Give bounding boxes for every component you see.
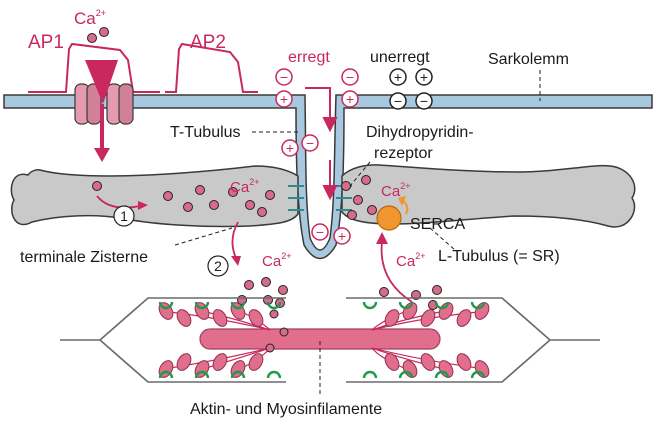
excitation-arrows xyxy=(305,87,338,201)
svg-text:−: − xyxy=(420,93,428,109)
ca-reuptake-label: Ca2+ xyxy=(396,251,425,270)
sarcomere xyxy=(60,297,600,383)
svg-text:+: + xyxy=(280,91,288,107)
step1-circle xyxy=(113,205,135,227)
unerregt-label: unerregt xyxy=(370,49,430,66)
charge-ttubule-minus: − xyxy=(301,134,319,152)
charge-excited-plus-2: + xyxy=(341,90,359,108)
svg-text:−: − xyxy=(394,93,402,109)
myosin-filament xyxy=(199,328,441,350)
ca-left-sr-label: Ca2+ xyxy=(230,177,259,196)
sr-right-cistern xyxy=(341,164,636,228)
terminale-zisterne-label: terminale Zisterne xyxy=(20,249,148,266)
charge-excited-minus-1: − xyxy=(275,68,293,86)
l-tubulus-label: L-Tubulus (= SR) xyxy=(438,248,560,265)
ap2-trace xyxy=(165,42,258,93)
l-tubulus-leader xyxy=(429,227,456,251)
calcium-influx-arrow xyxy=(85,60,118,162)
svg-text:+: + xyxy=(338,228,346,244)
calcium-ions-extracellular xyxy=(87,27,109,43)
erregt-label: erregt xyxy=(288,49,330,66)
sarcolemma-membrane xyxy=(3,94,653,260)
charge-rest-minus-1: − xyxy=(389,92,407,110)
reuptake-arrowhead xyxy=(376,232,388,244)
charge-rest-plus-1: + xyxy=(389,68,407,86)
myosin-head-group-left-top xyxy=(158,302,271,331)
charge-excited-minus-2: − xyxy=(341,68,359,86)
serca-pump-arrowhead xyxy=(398,196,406,206)
ca-right-sr-label: Ca2+ xyxy=(381,181,410,200)
step2-label: 2 xyxy=(214,258,222,274)
svg-text:+: + xyxy=(420,69,428,85)
ap2-label: AP2 xyxy=(190,32,226,53)
svg-text:−: − xyxy=(306,135,314,151)
myosin-head-group-left-bottom xyxy=(158,347,271,378)
svg-text:+: + xyxy=(346,91,354,107)
charge-rest-minus-2: − xyxy=(415,92,433,110)
step1-arrowhead xyxy=(138,201,148,210)
step1-label: 1 xyxy=(120,208,128,224)
charge-excited-plus-1: + xyxy=(275,90,293,108)
charge-bottom-minus: − xyxy=(311,223,329,241)
calcium-channel xyxy=(74,83,134,125)
ap1-label: AP1 xyxy=(28,32,64,53)
z-disc-left xyxy=(60,297,286,383)
svg-text:−: − xyxy=(316,224,324,240)
myosin-head-group-right-bottom xyxy=(371,347,490,378)
actin-binding-sites xyxy=(158,301,486,379)
calcium-ions-sarcomere xyxy=(265,309,289,353)
svg-text:+: + xyxy=(286,140,294,156)
serca-pump xyxy=(376,205,402,231)
charge-bottom-plus: + xyxy=(333,227,351,245)
serca-label: SERCA xyxy=(410,216,465,233)
ca-top-label: Ca2+ xyxy=(74,8,106,28)
dihydropyridin-label-line1: Dihydropyridin- xyxy=(366,124,474,141)
sarkolemm-label: Sarkolemm xyxy=(488,51,569,68)
membrane-charges: − + − + + − − + + + − − xyxy=(275,68,433,245)
myosin-head-group-right-top xyxy=(371,302,490,331)
step2-circle xyxy=(207,255,229,277)
charge-rest-plus-2: + xyxy=(415,68,433,86)
charge-ttubule-plus: + xyxy=(281,139,299,157)
step2-arrowhead xyxy=(231,256,241,266)
z-disc-right xyxy=(346,297,600,383)
svg-text:+: + xyxy=(394,69,402,85)
filaments-label: Aktin- und Myosinfilamente xyxy=(190,401,382,418)
step2-arrow xyxy=(231,221,239,259)
dihydropyridin-label-line2: rezeptor xyxy=(374,145,433,162)
step1-arrow xyxy=(96,195,141,209)
ca-released-label: Ca2+ xyxy=(262,251,291,270)
svg-text:−: − xyxy=(280,69,288,85)
calcium-ions-sr-right xyxy=(341,175,377,220)
t-tubulus-label: T-Tubulus xyxy=(170,124,241,141)
terminale-zisterne-leader xyxy=(174,227,233,246)
dihydropyridin-leader xyxy=(349,161,371,187)
calcium-ions-sr-left xyxy=(92,181,275,217)
sr-left-cistern xyxy=(10,165,299,228)
svg-text:−: − xyxy=(346,69,354,85)
calcium-ions-released xyxy=(237,277,288,308)
